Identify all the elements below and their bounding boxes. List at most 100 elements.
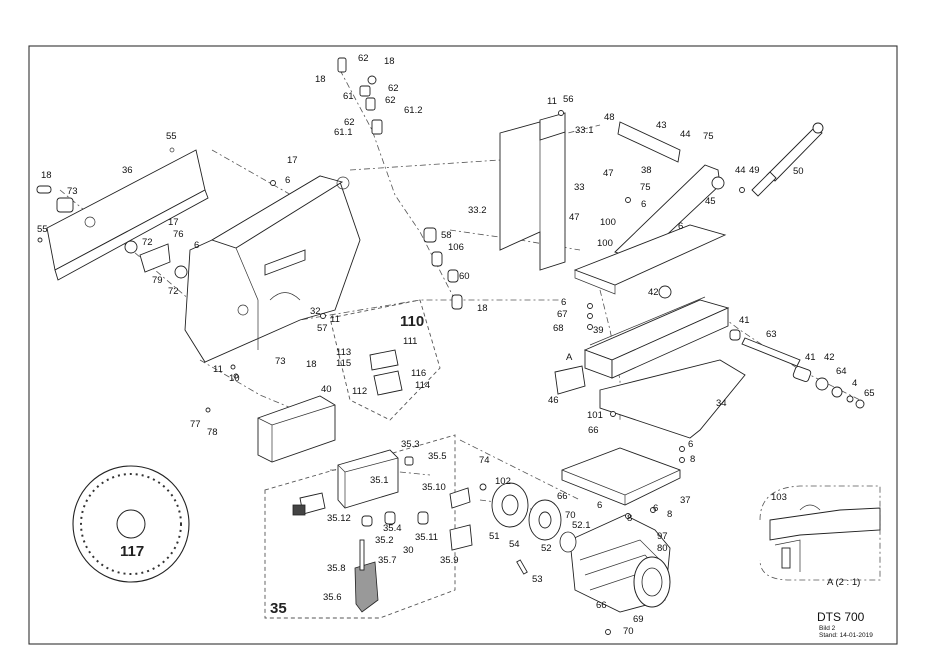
mount-plate bbox=[573, 224, 727, 295]
label-6: 6 bbox=[194, 240, 199, 251]
label-41: 41 bbox=[805, 352, 816, 363]
label-11: 11 bbox=[547, 96, 557, 107]
label-51: 51 bbox=[489, 531, 500, 542]
label-40: 40 bbox=[321, 384, 332, 395]
label-17: 17 bbox=[168, 217, 179, 228]
label-79: 79 bbox=[152, 275, 163, 286]
drawing-title: DTS 700 bbox=[817, 610, 865, 624]
label-42: 42 bbox=[648, 287, 659, 298]
gas-spring-50 bbox=[751, 122, 824, 197]
group-35-label: 35 bbox=[270, 600, 287, 617]
label-61: 61 bbox=[343, 91, 354, 102]
label-64: 64 bbox=[836, 366, 847, 377]
small-hardware bbox=[37, 110, 745, 635]
label-66: 66 bbox=[588, 425, 599, 436]
label-100: 100 bbox=[600, 217, 616, 228]
label-60: 60 bbox=[459, 271, 470, 282]
label-33-2: 33.2 bbox=[468, 205, 487, 216]
label-35-1: 35.1 bbox=[370, 475, 389, 486]
label-30: 30 bbox=[403, 545, 414, 556]
label-35-8: 35.8 bbox=[327, 563, 346, 574]
label-72: 72 bbox=[168, 286, 179, 297]
label-33-1: 33.1 bbox=[575, 125, 594, 136]
cover-40 bbox=[257, 395, 336, 463]
label-48: 48 bbox=[604, 112, 615, 123]
label-101: 101 bbox=[587, 410, 603, 421]
label-11: 11 bbox=[330, 314, 340, 325]
label-4: 4 bbox=[852, 378, 857, 389]
label-17: 17 bbox=[287, 155, 298, 166]
label-116: 116 bbox=[411, 368, 426, 379]
label-35-3: 35.3 bbox=[401, 439, 420, 450]
label-36: 36 bbox=[122, 165, 133, 176]
label-35-4: 35.4 bbox=[383, 523, 402, 534]
label-35-10: 35.10 bbox=[422, 482, 446, 493]
label-10: 10 bbox=[229, 373, 240, 384]
label-6: 6 bbox=[641, 199, 646, 210]
title-block: DTS 700 Bild 2 Stand: 14-01-2019 bbox=[817, 610, 873, 639]
label-35-7: 35.7 bbox=[378, 555, 397, 566]
label-66: 66 bbox=[596, 600, 607, 611]
label-97: 97 bbox=[657, 531, 668, 542]
label-42: 42 bbox=[824, 352, 835, 363]
label-113: 113 bbox=[336, 347, 351, 358]
label-18: 18 bbox=[41, 170, 52, 181]
label-52: 52 bbox=[541, 543, 552, 554]
label-66: 66 bbox=[557, 491, 568, 502]
label-8: 8 bbox=[627, 513, 632, 524]
label-32: 32 bbox=[310, 306, 321, 317]
label-102: 102 bbox=[495, 476, 511, 487]
drawing-date: Stand: 14-01-2019 bbox=[819, 632, 873, 639]
label-35-6: 35.6 bbox=[323, 592, 342, 603]
fittings-61-62 bbox=[337, 57, 383, 135]
label-6: 6 bbox=[561, 297, 566, 308]
detail-view-label: A (2 : 1) bbox=[827, 577, 860, 588]
label-35-12: 35.12 bbox=[327, 513, 351, 524]
label-50: 50 bbox=[793, 166, 804, 177]
label-103: 103 bbox=[771, 492, 787, 503]
label-78: 78 bbox=[207, 427, 218, 438]
label-18: 18 bbox=[384, 56, 395, 67]
label-61-1: 61.1 bbox=[334, 127, 353, 138]
label-18: 18 bbox=[315, 74, 326, 85]
flanges-102-52 bbox=[491, 482, 562, 541]
label-69: 69 bbox=[633, 614, 644, 625]
label-45: 45 bbox=[705, 196, 716, 207]
label-34: 34 bbox=[716, 398, 727, 409]
group-110-label: 110 bbox=[400, 313, 424, 330]
label-6: 6 bbox=[597, 500, 602, 511]
label-114: 114 bbox=[415, 380, 430, 391]
label-70: 70 bbox=[565, 510, 576, 521]
bracket-36 bbox=[46, 147, 209, 281]
label-43: 43 bbox=[656, 120, 667, 131]
label-58: 58 bbox=[441, 230, 452, 241]
label-18: 18 bbox=[306, 359, 317, 370]
label-62: 62 bbox=[388, 83, 399, 94]
label-46: 46 bbox=[548, 395, 559, 406]
label-6: 6 bbox=[653, 503, 658, 514]
label-38: 38 bbox=[641, 165, 652, 176]
label-18: 18 bbox=[477, 303, 488, 314]
label-11: 11 bbox=[213, 364, 223, 375]
label-106: 106 bbox=[448, 242, 464, 253]
label-47: 47 bbox=[603, 168, 614, 179]
label-112: 112 bbox=[352, 386, 367, 397]
label-44: 44 bbox=[680, 129, 691, 140]
label-61-2: 61.2 bbox=[404, 105, 423, 116]
label-35-5: 35.5 bbox=[428, 451, 447, 462]
label-75: 75 bbox=[703, 131, 714, 142]
label-56: 56 bbox=[563, 94, 574, 105]
label-57: 57 bbox=[317, 323, 328, 334]
label-74: 74 bbox=[479, 455, 490, 466]
motor-mount-37 bbox=[561, 447, 681, 506]
plate-34 bbox=[599, 359, 746, 439]
detail-view-A bbox=[759, 485, 881, 581]
label-49: 49 bbox=[749, 165, 760, 176]
label-62: 62 bbox=[385, 95, 396, 106]
label-8: 8 bbox=[690, 454, 695, 465]
pins-58-106-60 bbox=[423, 227, 463, 310]
plate-46 bbox=[554, 365, 586, 395]
label-100: 100 bbox=[597, 238, 613, 249]
label-75: 75 bbox=[640, 182, 651, 193]
